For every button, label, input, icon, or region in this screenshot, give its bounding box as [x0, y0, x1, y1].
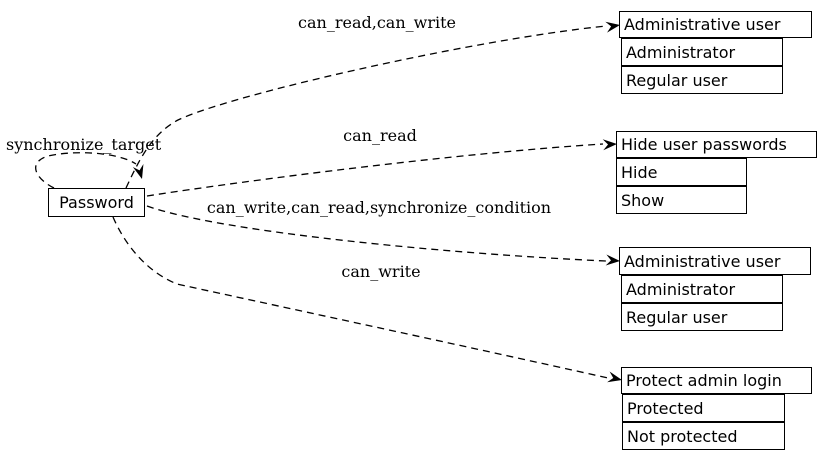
table-row-cell: Administrator: [621, 275, 783, 303]
table-row-cell: Show: [616, 186, 747, 214]
self-loop-label: synchronize_target: [6, 135, 162, 154]
edge-label-can-write-can-read-synchronize-condition: can_write,can_read,synchronize_condition: [206, 198, 552, 217]
self-loop-arrowhead-icon: [132, 164, 144, 179]
table-row-cell: Regular user: [621, 66, 783, 94]
table-header-cell: Administrative user: [619, 247, 811, 275]
edge-can-write: [112, 216, 609, 379]
table-row-cell: Regular user: [621, 303, 783, 331]
arrowhead-icon: [605, 254, 620, 266]
arrowhead-icon: [605, 21, 620, 33]
table-row-cell: Protected: [622, 394, 785, 422]
edge-label-can-read-can-write: can_read,can_write: [298, 13, 456, 32]
self-loop-edge: [35, 152, 137, 189]
edge-can-read: [146, 143, 604, 197]
table-row-cell: Not protected: [622, 422, 785, 450]
table-header-cell: Administrative user: [619, 11, 812, 38]
table-header-cell: Protect admin login: [621, 367, 812, 394]
password-node: Password: [48, 188, 145, 217]
table-header-cell: Hide user passwords: [616, 131, 817, 158]
arrowhead-icon: [607, 371, 622, 383]
edge-label-can-read: can_read: [343, 126, 417, 145]
table-row-cell: Administrator: [621, 38, 783, 66]
arrowhead-icon: [602, 139, 617, 151]
edge-can-write-can-read-synchronize-condition: [146, 205, 607, 262]
edge-label-can-write: can_write: [341, 262, 421, 281]
table-row-cell: Hide: [616, 158, 747, 186]
edge-can-read-can-write: [125, 25, 607, 189]
